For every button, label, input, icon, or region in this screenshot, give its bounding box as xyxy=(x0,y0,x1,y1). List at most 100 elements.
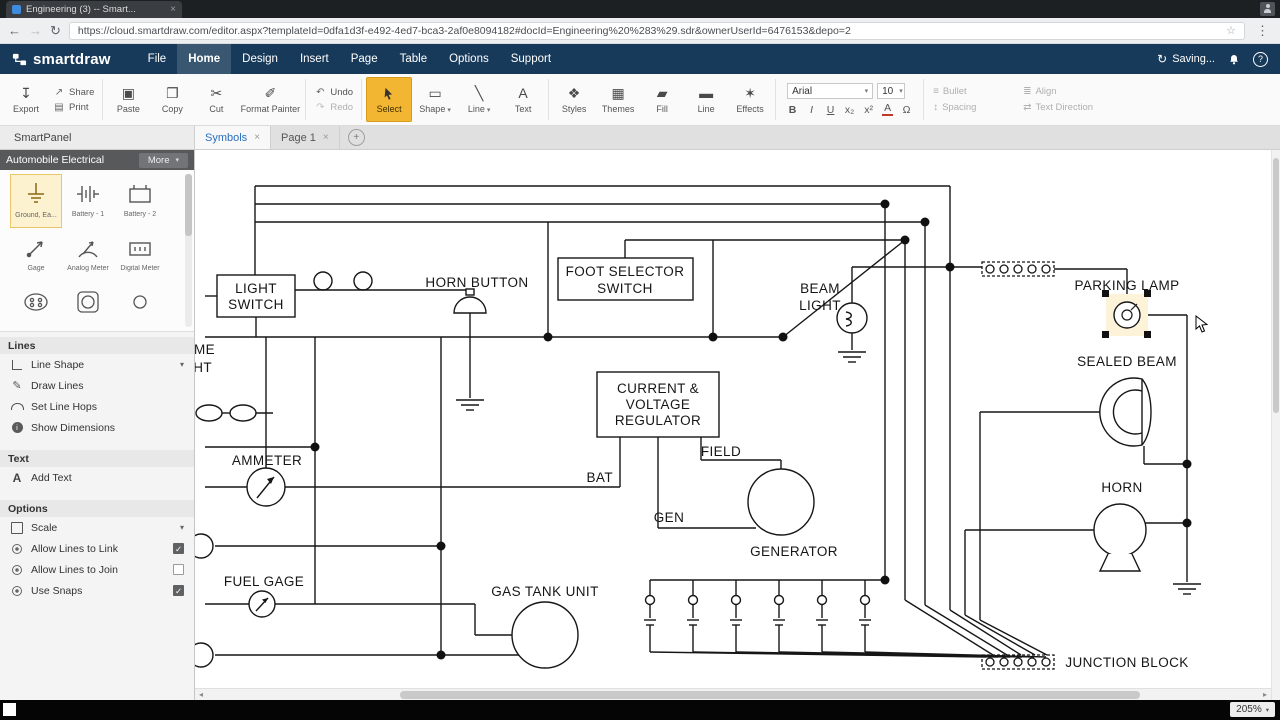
allow-lines-to-link-item[interactable]: Allow Lines to Link xyxy=(0,538,194,559)
browser-tab[interactable]: Engineering (3) -- Smart... × xyxy=(6,1,182,18)
menu-file[interactable]: File xyxy=(137,44,178,74)
symbol-circle[interactable] xyxy=(114,282,166,336)
allow-lines-to-link-checkbox[interactable] xyxy=(173,543,184,554)
address-bar[interactable]: https://cloud.smartdraw.com/editor.aspx?… xyxy=(69,22,1245,40)
generator-symbol[interactable] xyxy=(748,469,814,535)
light-switch-label[interactable]: SWITCH xyxy=(228,297,284,312)
foot-selector-label[interactable]: SWITCH xyxy=(597,281,653,296)
fuel-gage-label[interactable]: FUEL GAGE xyxy=(224,574,304,589)
smartpanel-tab[interactable]: SmartPanel xyxy=(0,126,195,149)
beam-light-label[interactable]: LIGHT xyxy=(799,298,841,313)
set-line-hops-item[interactable]: Set Line Hops xyxy=(0,396,194,417)
symbol-socket[interactable] xyxy=(10,282,62,336)
ammeter-label[interactable]: AMMETER xyxy=(232,453,302,468)
drawing-canvas[interactable]: ME HT LIGHT SWITCH HORN BUTTON FOOT SELE… xyxy=(195,150,1271,700)
spacing-button[interactable]: ↕Spacing xyxy=(933,102,1013,113)
junction-block-label[interactable]: JUNCTION BLOCK xyxy=(1065,655,1188,670)
parking-lamp-label[interactable]: PARKING LAMP xyxy=(1074,278,1179,293)
cut-button[interactable]: ✂Cut xyxy=(194,74,238,125)
horn-button-symbol[interactable] xyxy=(454,297,486,313)
share-button[interactable]: ↗Share xyxy=(53,87,94,98)
url-text[interactable]: https://cloud.smartdraw.com/editor.aspx?… xyxy=(78,25,1220,37)
symbol-digital-meter[interactable]: Digital Meter xyxy=(114,228,166,282)
cable-connectors[interactable] xyxy=(644,580,1046,657)
beam-light-symbol[interactable] xyxy=(837,303,867,333)
sealed-beam-label[interactable]: SEALED BEAM xyxy=(1077,354,1177,369)
export-button[interactable]: ↧Export xyxy=(4,74,48,125)
partial-lamp-pair[interactable] xyxy=(230,405,256,421)
help-icon[interactable]: ? xyxy=(1253,52,1268,67)
subscript-button[interactable]: x₂ xyxy=(844,104,855,116)
undo-button[interactable]: ↶Undo xyxy=(314,87,353,98)
tab-close-icon[interactable]: × xyxy=(170,5,176,15)
symbol-battery-1[interactable]: Battery - 1 xyxy=(62,174,114,228)
back-icon[interactable]: ← xyxy=(8,24,21,37)
partial-lamp[interactable] xyxy=(195,643,213,667)
superscript-button[interactable]: x² xyxy=(863,104,874,116)
wiring-diagram[interactable]: ME HT LIGHT SWITCH HORN BUTTON FOOT SELE… xyxy=(195,150,1271,688)
line-tool-button[interactable]: ╲Line▾ xyxy=(457,74,501,125)
symbol-gage[interactable]: Gage xyxy=(10,228,62,282)
foot-selector-label[interactable]: FOOT SELECTOR xyxy=(566,264,685,279)
partial-label[interactable]: HT xyxy=(195,360,212,375)
styles-button[interactable]: ❖Styles xyxy=(552,74,596,125)
themes-button[interactable]: ▦Themes xyxy=(596,74,640,125)
select-tool-button[interactable]: Select xyxy=(366,77,412,122)
scrollbar-thumb[interactable] xyxy=(1273,158,1279,413)
regulator-label[interactable]: REGULATOR xyxy=(615,413,701,428)
menu-table[interactable]: Table xyxy=(389,44,439,74)
add-text-item[interactable]: AAdd Text xyxy=(0,467,194,488)
partial-label[interactable]: ME xyxy=(195,342,215,357)
scroll-right-icon[interactable]: ▸ xyxy=(1259,689,1271,700)
format-painter-button[interactable]: ✐Format Painter xyxy=(238,74,302,125)
font-size-select[interactable]: 10▾ xyxy=(877,83,905,99)
menu-insert[interactable]: Insert xyxy=(289,44,340,74)
profile-icon[interactable] xyxy=(1260,2,1275,16)
field-label[interactable]: FIELD xyxy=(701,444,741,459)
line-style-button[interactable]: ▬Line xyxy=(684,74,728,125)
top-connector-block[interactable] xyxy=(982,262,1054,276)
forward-icon[interactable]: → xyxy=(29,24,42,37)
horn-label[interactable]: HORN xyxy=(1101,480,1142,495)
menu-home[interactable]: Home xyxy=(177,44,231,74)
paste-button[interactable]: ▣Paste xyxy=(106,74,150,125)
sealed-beam-symbol[interactable] xyxy=(1100,378,1142,446)
text-tool-button[interactable]: AText xyxy=(501,74,545,125)
text-direction-button[interactable]: ⇄Text Direction xyxy=(1023,102,1103,113)
horn-symbol[interactable] xyxy=(1094,504,1146,556)
menu-design[interactable]: Design xyxy=(231,44,289,74)
horizontal-scrollbar[interactable]: ◂ ▸ xyxy=(195,688,1271,700)
shape-tool-button[interactable]: ▭Shape▾ xyxy=(413,74,457,125)
add-page-icon[interactable]: + xyxy=(348,129,365,146)
refresh-icon[interactable]: ↻ xyxy=(50,24,61,37)
tab-page-1[interactable]: Page 1× xyxy=(271,126,340,149)
gen-label[interactable]: GEN xyxy=(654,510,684,525)
insert-symbol-button[interactable]: Ω xyxy=(901,104,912,116)
gas-tank-label[interactable]: GAS TANK UNIT xyxy=(491,584,598,599)
horn-trumpet[interactable] xyxy=(1100,554,1140,571)
fill-button[interactable]: ▰Fill xyxy=(640,74,684,125)
partial-lamp-pair[interactable] xyxy=(196,405,222,421)
menu-support[interactable]: Support xyxy=(500,44,562,74)
symbol-analog-meter[interactable]: Analog Meter xyxy=(62,228,114,282)
browser-menu-icon[interactable]: ⋮ xyxy=(1253,23,1272,39)
align-button[interactable]: ≣Align xyxy=(1023,86,1103,97)
horn-button-label[interactable]: HORN BUTTON xyxy=(425,275,528,290)
regulator-label[interactable]: VOLTAGE xyxy=(626,397,691,412)
line-shape-item[interactable]: Line Shape▾ xyxy=(0,354,194,375)
light-switch-label[interactable]: LIGHT xyxy=(235,281,277,296)
menu-page[interactable]: Page xyxy=(340,44,389,74)
tab-symbols[interactable]: Symbols× xyxy=(195,126,271,149)
underline-button[interactable]: U xyxy=(825,104,836,116)
gas-tank-symbol[interactable] xyxy=(512,602,578,668)
tab-close-icon[interactable]: × xyxy=(323,132,329,143)
use-snaps-item[interactable]: Use Snaps xyxy=(0,580,194,601)
bookmark-star-icon[interactable]: ☆ xyxy=(1226,24,1236,37)
allow-lines-to-join-item[interactable]: Allow Lines to Join xyxy=(0,559,194,580)
regulator-label[interactable]: CURRENT & xyxy=(617,381,699,396)
redo-button[interactable]: ↷Redo xyxy=(314,102,353,113)
print-button[interactable]: ▤Print xyxy=(53,102,94,113)
draw-lines-item[interactable]: ✎Draw Lines xyxy=(0,375,194,396)
menu-options[interactable]: Options xyxy=(438,44,500,74)
use-snaps-checkbox[interactable] xyxy=(173,585,184,596)
